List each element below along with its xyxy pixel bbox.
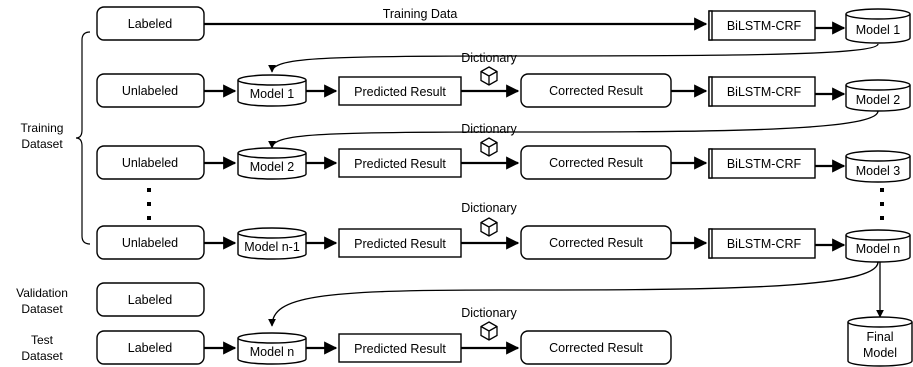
validation-dataset-label-1: Validation — [16, 286, 68, 300]
predicted-result-box-row3 — [338, 148, 462, 178]
training-brace — [75, 31, 91, 245]
unlabeled-text-row2: Unlabeled — [122, 84, 178, 98]
ellipsis-dots-right — [880, 188, 884, 220]
bilstm-crf-box-row1 — [708, 10, 816, 41]
bilstm-crf-text-row2: BiLSTM-CRF — [727, 85, 802, 99]
model-2-feedback-arrow — [268, 110, 879, 149]
row-1: Labeled Training Data BiLSTM-CRF Model 1 — [96, 6, 911, 44]
model-n-text-test: Model n — [250, 345, 295, 359]
predicted-result-text-rown: Predicted Result — [354, 237, 446, 251]
dictionary-label-test: Dictionary — [461, 306, 517, 320]
row-test: Labeled Model n Predicted Result Diction… — [96, 306, 672, 365]
corrected-result-text-row2: Corrected Result — [549, 84, 643, 98]
test-dataset-label-2: Dataset — [21, 349, 63, 363]
corrected-result-box-test — [520, 330, 672, 365]
predicted-result-box-rown — [338, 228, 462, 258]
model-n-minus-1-cylinder — [237, 233, 307, 260]
corrected-result-text-row3: Corrected Result — [549, 156, 643, 170]
predicted-result-text-test: Predicted Result — [354, 342, 446, 356]
labeled-box-validation — [96, 282, 205, 317]
model-1-cylinder-row2 — [237, 80, 307, 107]
bilstm-crf-box-row2 — [708, 76, 816, 107]
labeled-text-row1: Labeled — [128, 17, 173, 31]
model-3-cylinder-row3 — [845, 156, 911, 183]
dictionary-icon-rown — [480, 217, 498, 237]
training-dataset-label-1: Training — [21, 121, 64, 135]
dictionary-icon-row3 — [480, 137, 498, 157]
predicted-result-text-row2: Predicted Result — [354, 85, 446, 99]
training-dataset-label-2: Dataset — [21, 137, 63, 151]
model-n-to-test-arrow — [268, 261, 879, 327]
row-2: Unlabeled Model 1 Predicted Result Dicti… — [96, 51, 911, 112]
row-n: Unlabeled Model n-1 Predicted Result Dic… — [96, 201, 911, 263]
training-data-label: Training Data — [383, 7, 458, 21]
model-n-minus-1-text: Model n-1 — [244, 240, 300, 254]
test-dataset-label-1: Test — [31, 333, 54, 347]
model-1-cylinder-row1 — [845, 14, 911, 44]
final-model-text-2: Model — [863, 346, 897, 360]
corrected-result-text-test: Corrected Result — [549, 341, 643, 355]
dictionary-label-row3: Dictionary — [461, 122, 517, 136]
model-n-cylinder-test — [237, 338, 307, 365]
model-1-text-row2: Model 1 — [250, 87, 295, 101]
dictionary-label-row2: Dictionary — [461, 51, 517, 65]
dictionary-icon-test — [480, 321, 498, 341]
dictionary-icon-row2 — [480, 66, 498, 86]
corrected-result-text-rown: Corrected Result — [549, 236, 643, 250]
validation-dataset-label-2: Dataset — [21, 302, 63, 316]
bilstm-crf-box-row3 — [708, 148, 816, 179]
bilstm-crf-text-row1: BiLSTM-CRF — [727, 19, 802, 33]
final-model: Final Model — [847, 316, 913, 367]
unlabeled-text-row3: Unlabeled — [122, 156, 178, 170]
model-n-text-rown: Model n — [856, 242, 901, 256]
predicted-result-text-row3: Predicted Result — [354, 157, 446, 171]
bilstm-crf-text-rown: BiLSTM-CRF — [727, 237, 802, 251]
model-3-text-row3: Model 3 — [856, 164, 901, 178]
bilstm-crf-box-rown — [708, 228, 816, 259]
final-model-cylinder — [847, 322, 913, 367]
labeled-text-validation: Labeled — [128, 293, 173, 307]
bilstm-crf-text-row3: BiLSTM-CRF — [727, 157, 802, 171]
model-2-text-row3: Model 2 — [250, 160, 295, 174]
model-2-cylinder-row3 — [237, 153, 307, 180]
final-model-text-1: Final — [866, 330, 893, 344]
dictionary-label-rown: Dictionary — [461, 201, 517, 215]
ellipsis-dots-left — [147, 188, 151, 220]
labeled-text-test: Labeled — [128, 341, 173, 355]
model-1-feedback-arrow — [268, 43, 879, 73]
model-1-text-row1: Model 1 — [856, 23, 901, 37]
row-3: Unlabeled Model 2 Predicted Result Dicti… — [96, 122, 911, 183]
model-2-text-row2: Model 2 — [856, 93, 901, 107]
unlabeled-text-rown: Unlabeled — [122, 236, 178, 250]
